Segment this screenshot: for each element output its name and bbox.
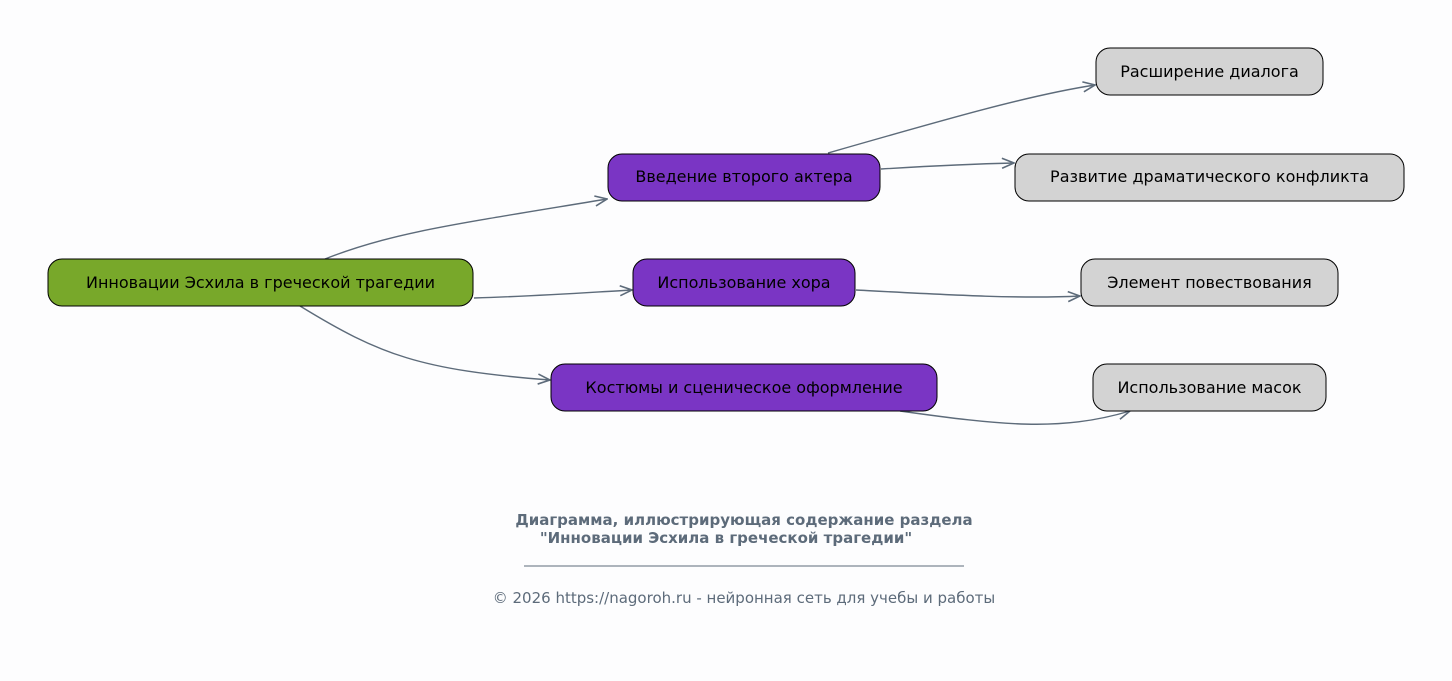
node-root: Инновации Эсхила в греческой трагедии (47, 258, 474, 307)
node-branch3: Костюмы и сценическое оформление (550, 363, 938, 412)
node-branch1-label: Введение второго актера (635, 167, 852, 186)
caption-line2: "Инновации Эсхила в греческой трагедии" (540, 529, 912, 547)
edges (299, 85, 1130, 425)
node-leaf2-label: Развитие драматического конфликта (1050, 167, 1369, 186)
edge-root-branch1 (324, 199, 607, 260)
node-leaf4: Использование масок (1092, 363, 1327, 412)
caption-line1: Диаграмма, иллюстрирующая содержание раз… (515, 511, 972, 529)
edge-branch1-leaf1 (827, 85, 1095, 154)
node-branch2: Использование хора (632, 258, 856, 307)
node-root-label: Инновации Эсхила в греческой трагедии (86, 273, 435, 292)
node-leaf4-label: Использование масок (1117, 378, 1301, 397)
node-branch3-label: Костюмы и сценическое оформление (585, 378, 902, 397)
node-branch1: Введение второго актера (607, 153, 881, 202)
edge-root-branch2 (473, 290, 632, 299)
node-leaf2: Развитие драматического конфликта (1014, 153, 1405, 202)
caption: Диаграмма, иллюстрирующая содержание раз… (493, 511, 996, 607)
edge-root-branch3 (299, 305, 550, 380)
node-leaf1: Расширение диалога (1095, 47, 1324, 96)
footer-text: © 2026 https://nagoroh.ru - нейронная се… (493, 589, 996, 607)
node-leaf1-label: Расширение диалога (1120, 62, 1299, 81)
edge-branch1-leaf2 (880, 163, 1014, 170)
node-leaf3-label: Элемент повествования (1107, 273, 1312, 292)
node-leaf3: Элемент повествования (1080, 258, 1339, 307)
node-branch2-label: Использование хора (657, 273, 830, 292)
edge-branch3-leaf4 (899, 411, 1130, 425)
edge-branch2-leaf3 (855, 289, 1080, 297)
